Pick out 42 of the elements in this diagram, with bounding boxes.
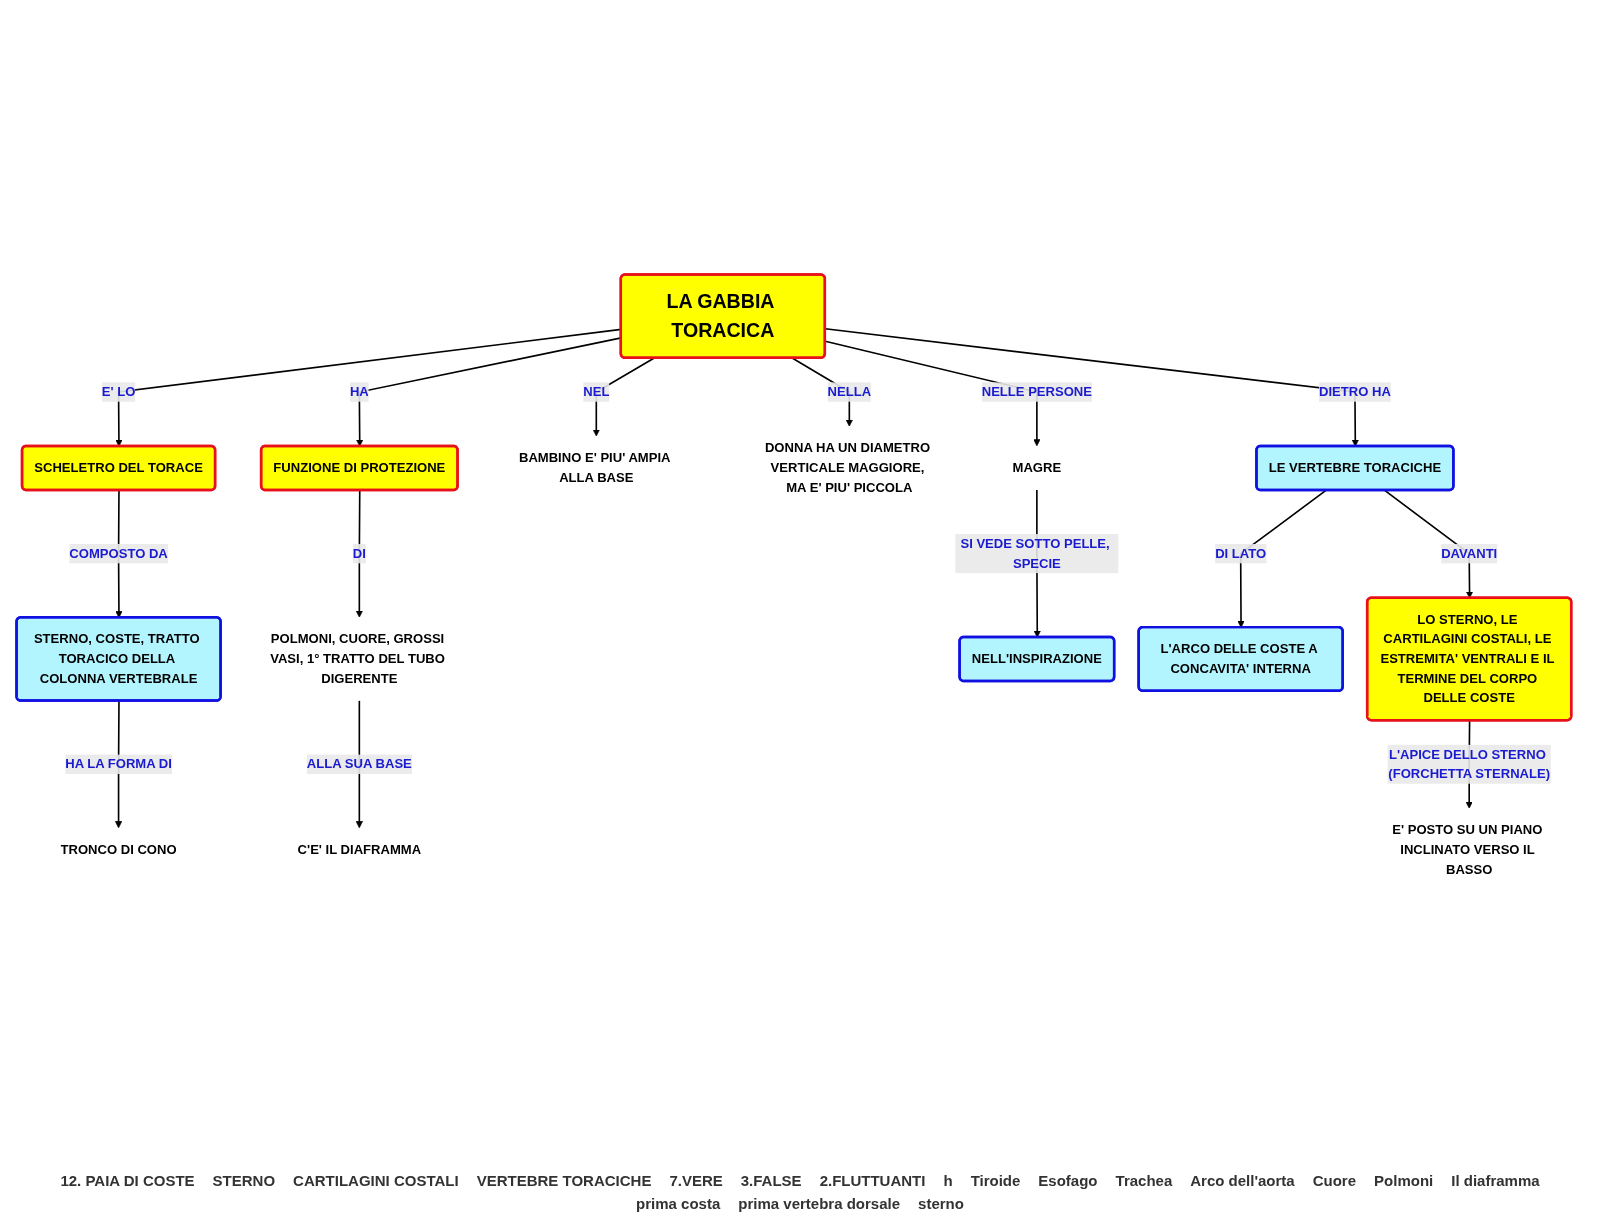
picture-label: Arco dell'aorta (1190, 1172, 1295, 1189)
picture-label: h (943, 1172, 953, 1189)
node-text: TRONCO DI CONO (60, 842, 177, 857)
node-text: BAMBINO E' PIU' AMPIA ALLA BASE (518, 450, 671, 485)
node-text: C'E' IL DIAFRAMMA (297, 842, 422, 857)
node-text: MAGRE (1012, 460, 1062, 475)
edge-label: DI LATO (1215, 546, 1267, 561)
edge-label: NELLA (827, 384, 872, 399)
picture-label: sterno (918, 1195, 964, 1212)
edge-label: DAVANTI (1441, 546, 1498, 561)
picture-label: Esofago (1038, 1172, 1098, 1189)
picture-label: Polmoni (1374, 1172, 1434, 1189)
picture-label: prima vertebra dorsale (738, 1195, 901, 1212)
edge-label: NEL (583, 384, 610, 399)
picture-label: 12. PAIA DI COSTE (60, 1172, 195, 1189)
edge-label: COMPOSTO DA (69, 546, 168, 561)
picture-label: prima costa (636, 1195, 721, 1212)
edge-label: ALLA SUA BASE (306, 756, 412, 771)
arrow (355, 489, 363, 618)
picture-label: Cuore (1312, 1172, 1357, 1189)
edge-label: SI VEDE SOTTO PELLE, SPECIE (960, 536, 1110, 570)
node-text: E' POSTO SU UN PIANO INCLINATO VERSO IL BASSO (1392, 822, 1543, 877)
arrow (824, 340, 1041, 447)
picture-label: VERTEBRE TORACICHE (476, 1172, 652, 1189)
edge-label: E' LO (101, 384, 136, 399)
picture-label: STERNO (212, 1172, 276, 1189)
picture-label: 2.FLUTTUANTI (819, 1172, 926, 1189)
picture-label: 3.FALSE (740, 1172, 802, 1189)
edge-label: DI (352, 546, 366, 561)
arrow (824, 327, 1359, 447)
picture-label: 7.VERE (669, 1172, 723, 1189)
edge-label: HA (349, 384, 369, 399)
edge-label: L'APICE DELLO STERNO (FORCHETTA STERNALE) (1388, 747, 1551, 781)
picture-label: Tiroide (970, 1172, 1021, 1189)
picture-label: Il diaframma (1451, 1172, 1540, 1189)
edge-label: NELLE PERSONE (981, 384, 1093, 399)
node-text: DONNA HA UN DIAMETRO VERTICALE MAGGIORE, MA E' PIU' PICCOLA (764, 440, 931, 495)
edge-label: DIETRO HA (1319, 384, 1391, 399)
node-text: POLMONI, CUORE, GROSSI VASI, 1° TRATTO DEL TUBO DIGERENTE (270, 631, 445, 686)
edge-label: HA LA FORMA DI (65, 756, 172, 771)
picture-label: Trachea (1115, 1172, 1173, 1189)
picture-label: CARTILAGINI COSTALI (293, 1172, 459, 1189)
